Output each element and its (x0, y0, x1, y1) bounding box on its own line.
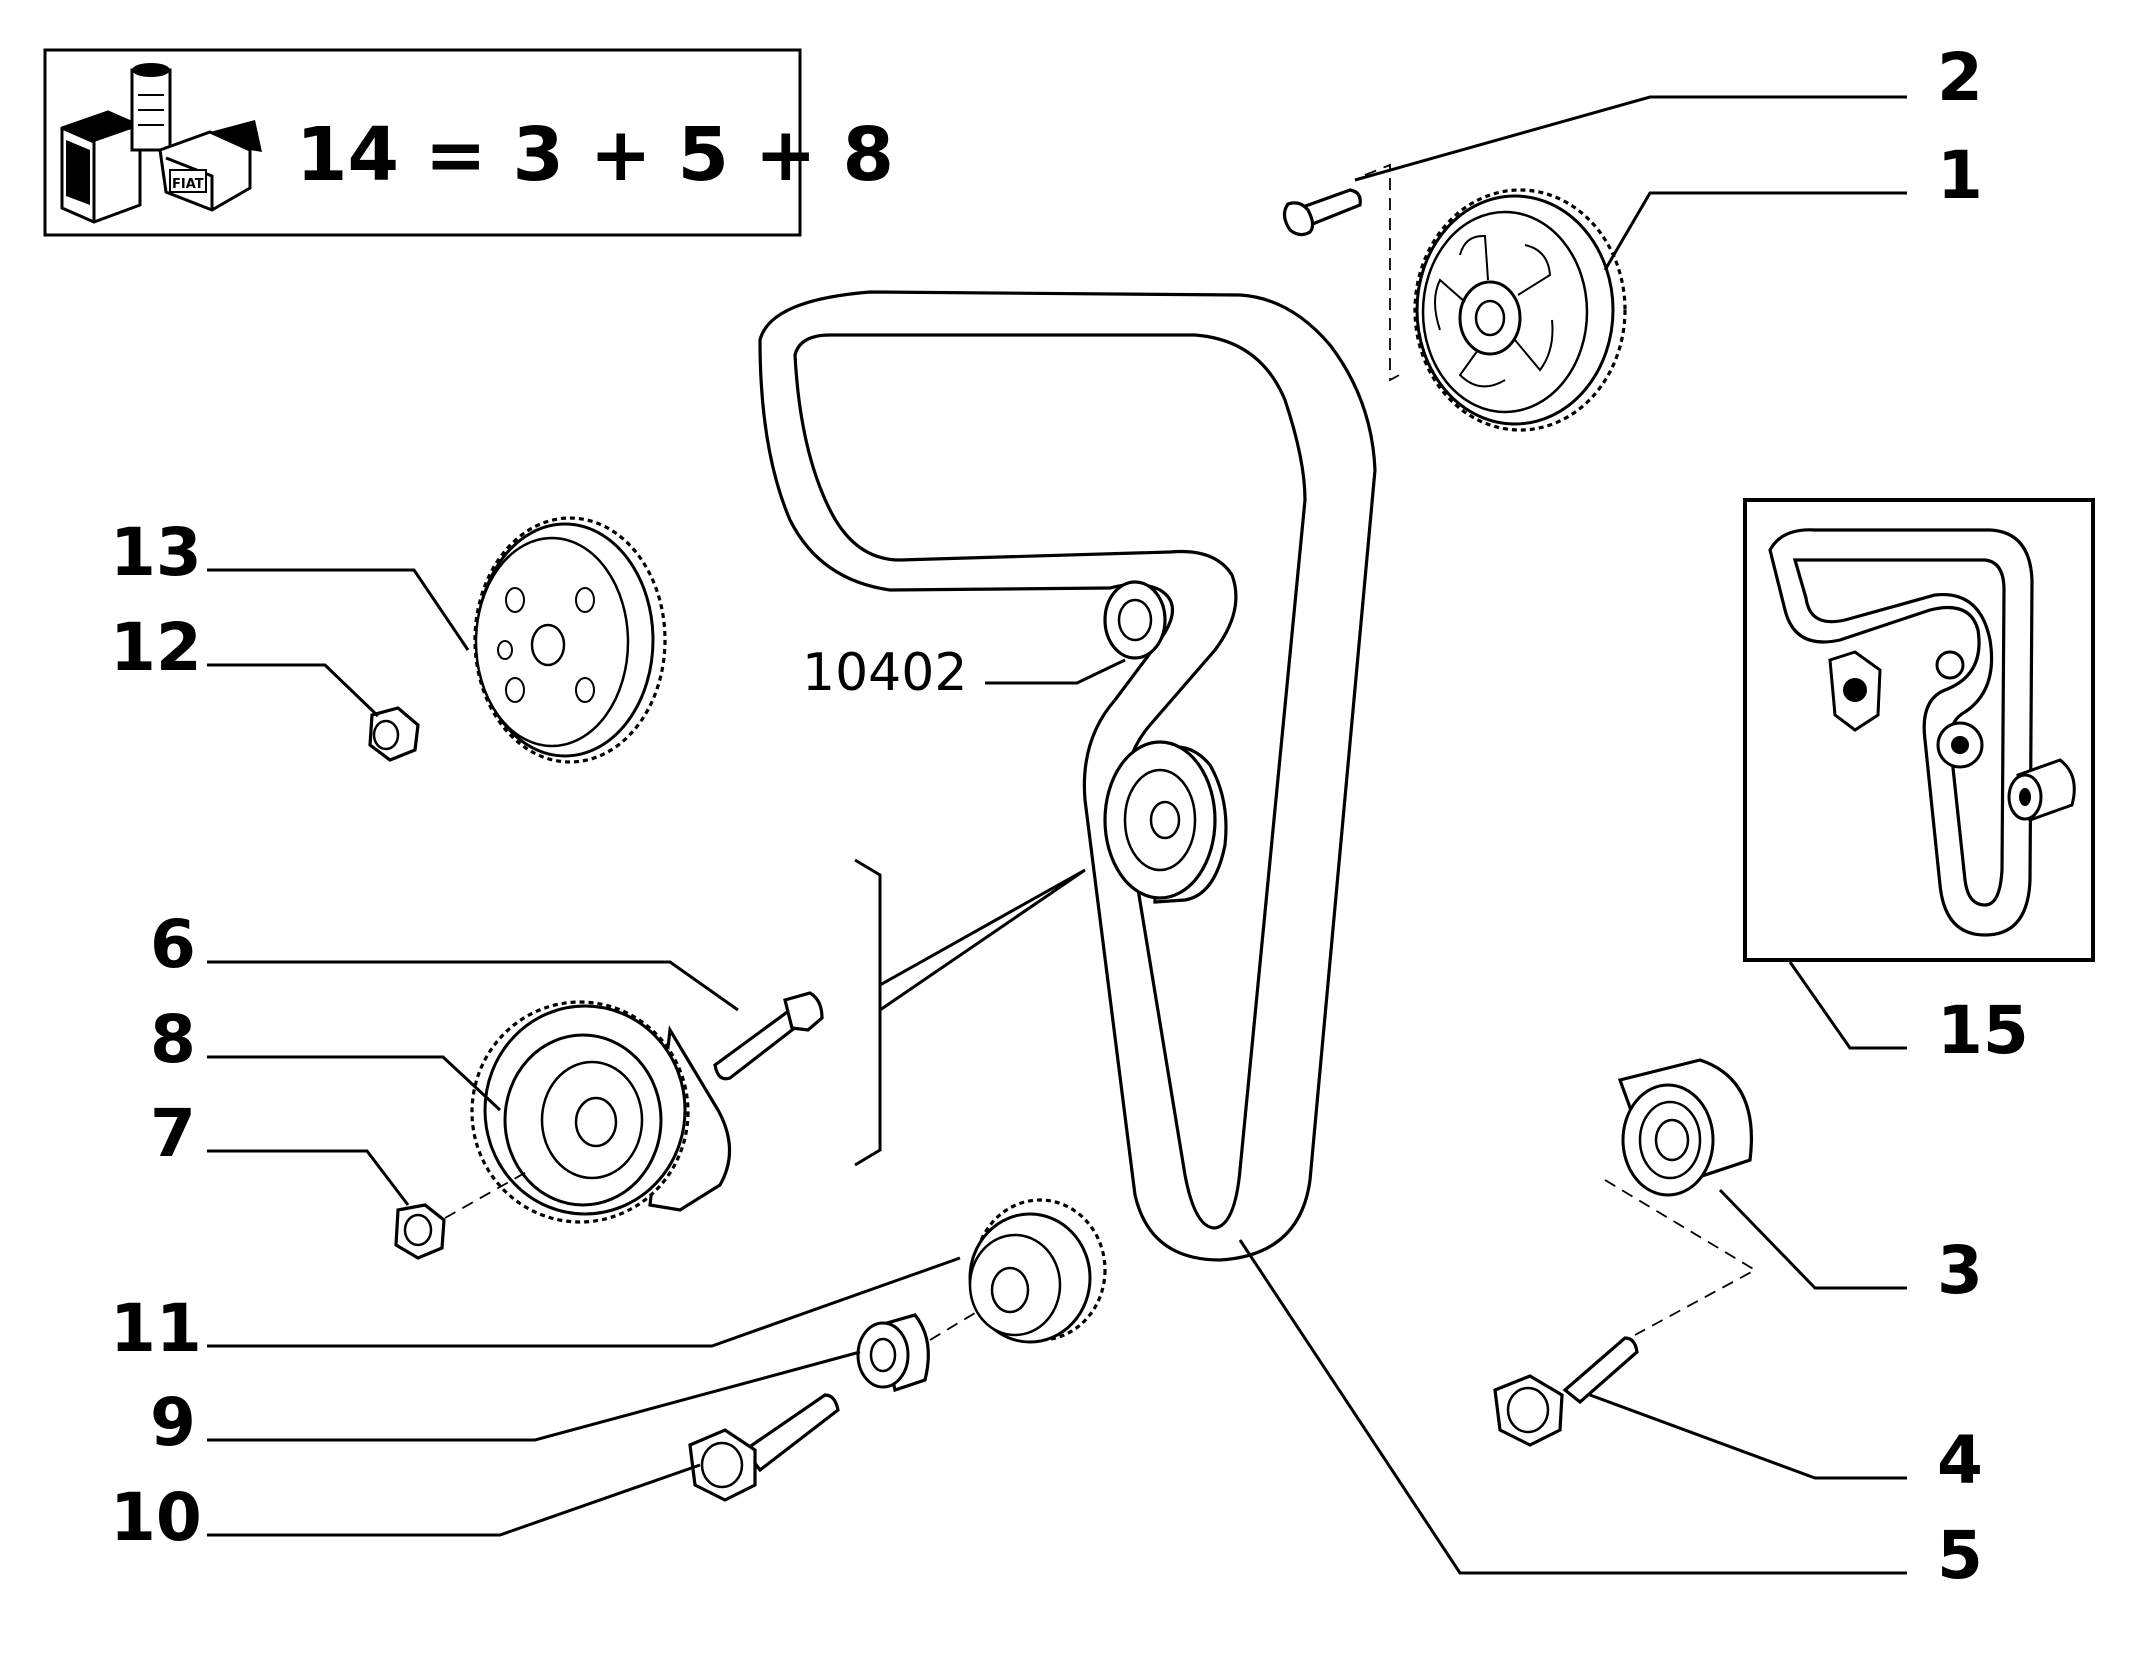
axis-line-tensioner (444, 1169, 531, 1219)
leader-11 (207, 1256, 961, 1348)
leader-2 (1354, 95, 1907, 182)
reference-code: 10402 (802, 643, 967, 703)
callout-8: 8 (150, 1001, 196, 1078)
crankshaft-pulley (473, 516, 667, 764)
inset-idler (1935, 650, 1965, 680)
axis-line-camshaft (1364, 163, 1406, 382)
kit-logo-icon: FIAT (60, 63, 262, 224)
bolt-part-4 (1493, 1336, 1639, 1447)
callout-1: 1 (1937, 137, 1983, 214)
callout-9: 9 (150, 1384, 196, 1461)
leader-10 (207, 1463, 701, 1537)
inset-roller (2007, 758, 2076, 822)
callout-11: 11 (110, 1290, 202, 1367)
kit-formula: 14 = 3 + 5 + 8 (296, 112, 894, 198)
leader-9 (207, 1350, 861, 1442)
belt-tensioner-pulley (1103, 740, 1228, 904)
leader-13 (207, 568, 470, 651)
roller-part-3 (1617, 1058, 1753, 1197)
assembly-bracket (854, 858, 1086, 1167)
crank-gear-part-11 (968, 1198, 1107, 1344)
leader-1 (1603, 191, 1907, 271)
belt-idler-bushing (1103, 580, 1167, 660)
callout-2: 2 (1937, 39, 1983, 116)
bolt-part-2 (1282, 188, 1362, 237)
callout-15: 15 (1937, 992, 2029, 1069)
leader-3 (1718, 1188, 1907, 1290)
nut-part-7 (394, 1203, 446, 1260)
callout-13: 13 (110, 514, 202, 591)
leader-10402 (985, 658, 1126, 685)
callout-4: 4 (1937, 1422, 1983, 1499)
leader-4 (1589, 1393, 1907, 1480)
kit-logo-text: FIAT (172, 177, 204, 192)
leader-6 (207, 960, 739, 1012)
callout-10: 10 (110, 1479, 202, 1556)
bolt-part-10 (688, 1393, 840, 1502)
spacer-part-9 (856, 1313, 930, 1393)
inset-tensioner (1936, 721, 1984, 769)
axis-line-crank (929, 1309, 981, 1341)
callout-5: 5 (1937, 1517, 1983, 1594)
stud-bolt-part-6 (713, 991, 824, 1081)
timing-belt (758, 290, 1377, 1262)
axis-line-roller (1604, 1179, 1757, 1336)
tensioner-part-8 (470, 1000, 732, 1224)
leader-7 (207, 1149, 410, 1206)
nut-part-12 (368, 706, 420, 762)
leader-15 (1788, 961, 1907, 1050)
leader-5 (1238, 1239, 1907, 1575)
camshaft-pulley (1413, 188, 1627, 432)
inset-box (1743, 498, 2095, 962)
leader-12 (207, 663, 380, 718)
leader-8 (207, 1055, 502, 1112)
callout-7: 7 (150, 1095, 196, 1172)
callout-12: 12 (110, 609, 202, 686)
callout-6: 6 (150, 906, 196, 983)
inset-bracket (1828, 650, 1882, 732)
kit-box: FIAT 14 = 3 + 5 + 8 (43, 48, 894, 237)
callout-3: 3 (1937, 1232, 1983, 1309)
